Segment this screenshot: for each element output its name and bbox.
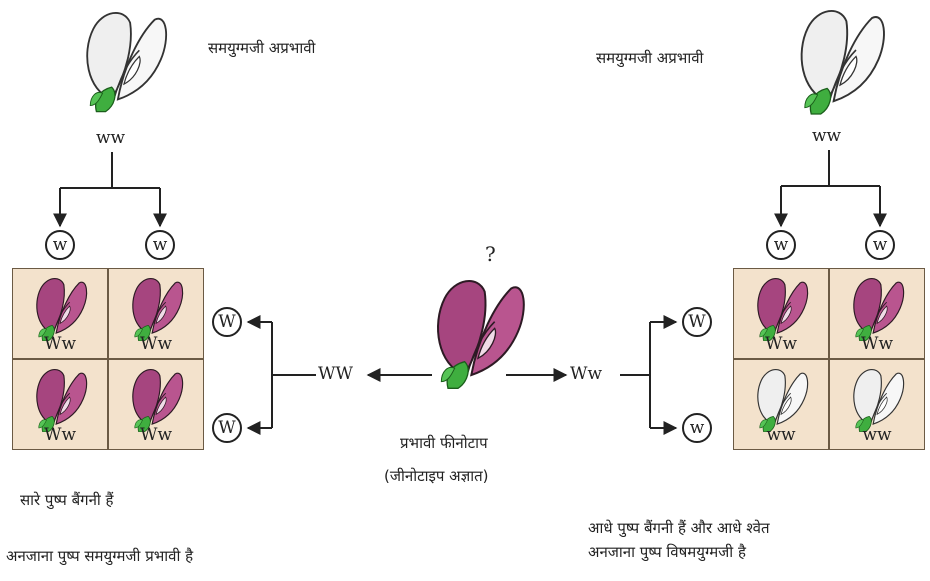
right-punnett-cell-1: Ww [733,268,829,359]
right-caption-2: अनजाना पुष्प विषमयुग्मजी है [588,543,746,561]
left-caption-2: अनजाना पुष्प समयुग्मजी प्रभावी है [6,547,194,565]
flower-icon-white [752,364,810,432]
left-gamete-side-2: W [212,413,242,443]
right-punnett-cell-2: Ww [829,268,925,359]
flower-icon-purple [752,273,810,341]
right-parent-genotype: ww [812,126,842,146]
left-caption-1: सारे पुष्प बैंगनी हैं [20,491,114,509]
right-gamete-top-2: w [865,230,895,260]
left-gamete-side-1: W [212,307,242,337]
left-parent-label: समयुग्मजी अप्रभावी [208,39,316,57]
left-punnett-cell-3: Ww [12,359,108,450]
left-gamete-top-2: w [145,230,175,260]
center-label-2: (जीनोटाइप अज्ञात) [384,467,489,485]
flower-icon-purple [31,273,89,341]
right-gamete-side-2: w [682,413,712,443]
flower-icon-white [792,0,888,116]
left-arrow-label: WW [318,364,353,384]
center-label-1: प्रभावी फीनोटाप [400,434,488,452]
left-gamete-top-1: w [45,230,75,260]
question-mark: ? [485,242,496,266]
left-parent-genotype: ww [96,128,126,148]
left-punnett-cell-2: Ww [108,268,204,359]
right-parent-label: समयुग्मजी अप्रभावी [596,49,704,67]
right-punnett-cell-4: ww [829,359,925,450]
flower-icon-purple [31,364,89,432]
left-punnett-cell-4: Ww [108,359,204,450]
flower-icon-purple [428,270,528,390]
left-punnett-cell-1: Ww [12,268,108,359]
right-gamete-side-1: W [682,307,712,337]
flower-icon-purple [127,273,185,341]
right-arrow-label: Ww [570,364,603,384]
flower-icon-white [848,364,906,432]
right-caption-1: आधे पुष्प बैंगनी हैं और आधे श्वेत [588,519,770,537]
right-gamete-top-1: w [766,230,796,260]
flower-icon-white [78,2,170,114]
flower-icon-purple [127,364,185,432]
right-punnett-cell-3: ww [733,359,829,450]
flower-icon-purple [848,273,906,341]
